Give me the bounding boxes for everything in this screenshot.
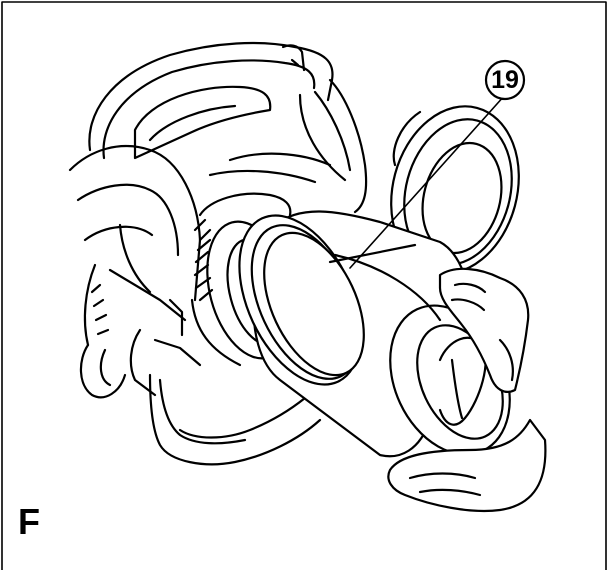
callout-leader [349, 59, 526, 269]
callout-circle [484, 59, 526, 101]
left-hand [387, 418, 547, 513]
figure-letter: F [18, 501, 40, 542]
right-hand [438, 267, 530, 393]
callout-number: 19 [491, 66, 519, 94]
cylinder-filter [238, 210, 511, 458]
